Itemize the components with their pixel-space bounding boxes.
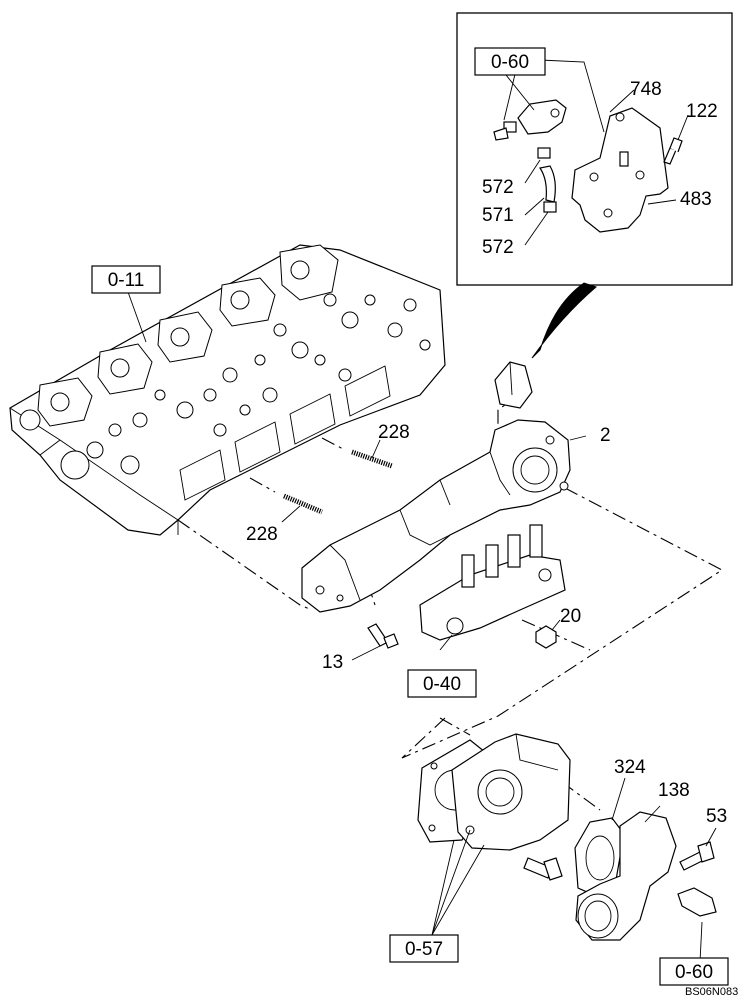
intake-manifold-2: 2 [301,361,611,613]
part-label-483: 483 [680,189,712,210]
nut-20: 20 [535,606,581,649]
stud-228-upper: 228 [351,422,410,469]
hose-571 [539,165,556,203]
stud-228-lower: 228 [246,493,323,545]
ref-label-0-57: 0-57 [405,939,443,960]
part-label-228-lower: 228 [246,524,278,545]
part-label-138: 138 [658,780,690,801]
bolt-122 [663,137,683,165]
part-label-228-upper: 228 [378,422,410,443]
fuel-rail-assembly: 0-40 [407,524,566,698]
inset-pointer [531,282,597,359]
part-label-20: 20 [560,606,581,627]
sensor-unit [517,99,567,135]
ref-label-0-40: 0-40 [423,674,461,695]
part-label-748: 748 [630,79,662,100]
ref-label-0-11: 0-11 [108,270,145,291]
drawing-code: BS06N083 [685,986,738,998]
part-label-122: 122 [686,101,718,122]
part-label-53: 53 [706,806,727,827]
bolt-13: 13 [322,623,399,673]
ref-label-0-60-top: 0-60 [491,52,529,73]
part-label-571: 571 [482,205,514,226]
temperature-sensor: 0-60 [659,887,729,986]
part-label-13: 13 [322,652,343,673]
cylinder-head: 0-11 [9,244,446,536]
part-label-572-lower: 572 [482,237,514,258]
water-outlet-138: 138 [575,780,690,941]
gasket-324: 324 [574,757,646,897]
bolt-53: 53 [679,806,727,871]
bracket-748 [571,107,669,233]
thermostat-housing: 0-57 [389,733,571,963]
detail-inset: 0-60 748 122 572 571 572 483 [456,12,733,359]
ref-label-0-60-bottom: 0-60 [675,962,713,983]
part-label-324: 324 [614,757,646,778]
clamp-572-upper [537,147,551,159]
part-label-2: 2 [600,425,611,446]
part-label-572-upper: 572 [482,177,514,198]
clamp-572-lower [543,201,557,213]
